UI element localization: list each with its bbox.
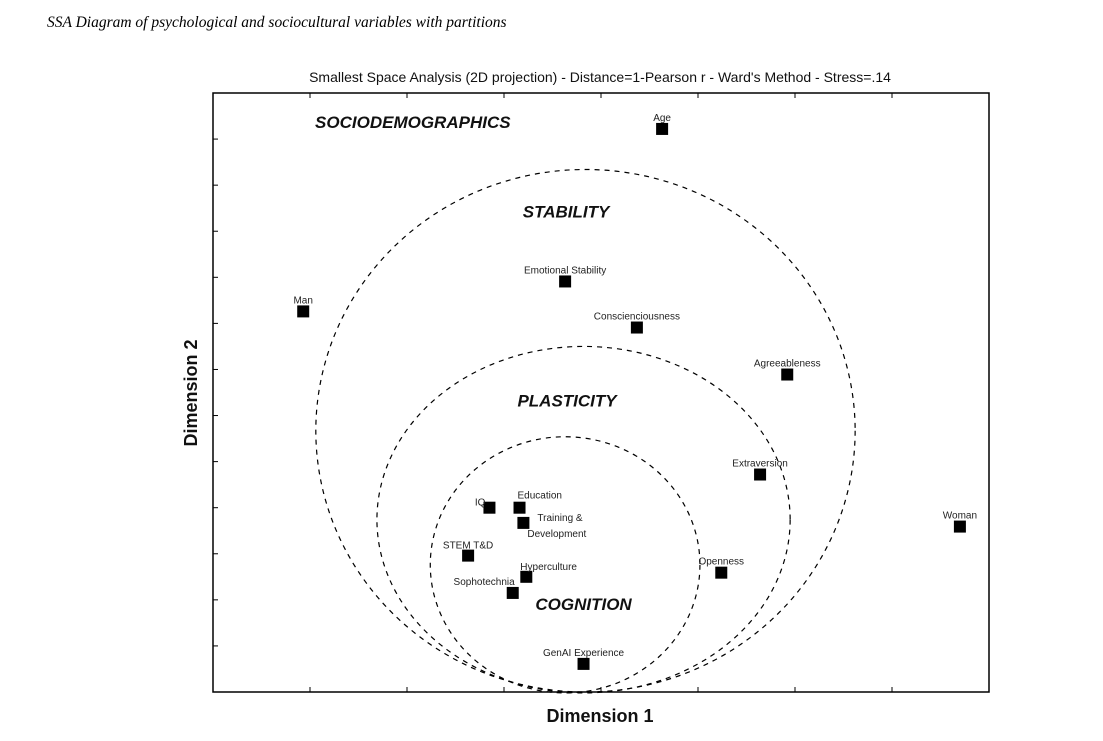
data-point-marker <box>483 501 496 514</box>
data-point-label: GenAI Experience <box>543 648 625 659</box>
data-point-marker <box>630 321 643 334</box>
data-point-marker <box>754 468 767 481</box>
data-point-label: Age <box>653 113 671 124</box>
data-point-marker <box>506 586 519 599</box>
data-point-marker <box>577 657 590 670</box>
region-label-sociodemographics: SOCIODEMOGRAPHICS <box>315 113 511 132</box>
region-label-plasticity: PLASTICITY <box>517 391 618 410</box>
region-label-cognition: COGNITION <box>535 595 632 614</box>
partition-ellipse-stability <box>315 168 856 693</box>
data-point-label: Conscienciousness <box>594 312 680 323</box>
region-label-stability: STABILITY <box>523 202 611 221</box>
data-point-label: Emotional Stability <box>524 265 606 276</box>
partition-ellipse-cognition <box>429 436 701 694</box>
data-point-marker <box>715 566 728 579</box>
data-point-label: Agreeableness <box>754 359 821 370</box>
chart-title: Smallest Space Analysis (2D projection) … <box>309 69 891 85</box>
data-point-marker <box>517 516 530 529</box>
partition-ellipse-plasticity <box>376 345 791 694</box>
data-point-marker <box>297 305 310 318</box>
data-point-marker <box>656 122 669 135</box>
data-point-marker <box>781 368 794 381</box>
data-point-label: Hyperculture <box>520 562 577 573</box>
data-point-label: Openness <box>698 557 744 568</box>
data-point-marker <box>953 520 966 533</box>
data-point-label: IQ <box>475 498 486 509</box>
figure-caption: SSA Diagram of psychological and sociocu… <box>47 14 507 31</box>
y-axis-label: Dimension 2 <box>181 339 201 446</box>
x-axis-label: Dimension 1 <box>546 706 653 726</box>
data-point-label: Sophotechnia <box>454 577 516 588</box>
data-point-label: Education <box>518 491 562 502</box>
data-point-marker <box>559 275 572 288</box>
data-point-label: Development <box>527 529 586 540</box>
data-point-marker <box>513 501 526 514</box>
data-point-marker <box>462 549 475 562</box>
data-point-label: Extraversion <box>732 459 788 470</box>
data-point-marker <box>520 570 533 583</box>
data-point-label: Woman <box>943 511 977 522</box>
data-point-label: Training & <box>537 513 583 524</box>
data-point-label: STEM T&D <box>443 541 493 552</box>
data-point-label: Man <box>293 295 312 306</box>
